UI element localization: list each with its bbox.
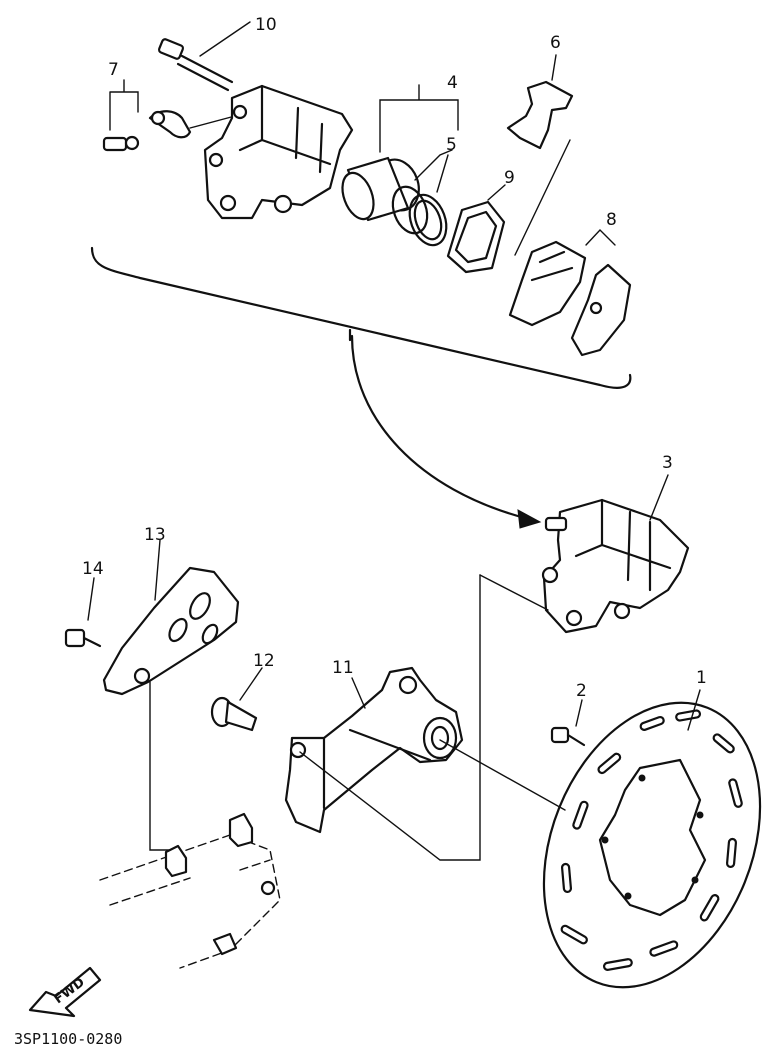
bleed-screw-part (102, 79, 236, 152)
callout-11: 11 (332, 658, 354, 678)
disc-bolt-part (550, 699, 586, 747)
callout-8: 8 (606, 210, 617, 230)
guard-bolt-part (64, 577, 102, 648)
brake-pads-part (508, 228, 632, 357)
callout-10: 10 (255, 15, 277, 35)
caliper-assembly-part (541, 474, 690, 634)
callout-12: 12 (253, 651, 275, 671)
callout-1: 1 (696, 668, 707, 688)
alignment-lines (149, 574, 566, 861)
callout-4: 4 (447, 73, 458, 93)
callout-labels: 1 2 3 4 5 6 7 8 9 10 11 12 13 14 (82, 15, 707, 701)
caliper-body-exploded (203, 84, 354, 220)
exploded-view-bracket (90, 246, 632, 389)
disc-guard-part (102, 539, 240, 696)
swingarm-frame (99, 812, 281, 969)
exploded-arrow-line (350, 334, 527, 520)
exploded-arrow-head (517, 509, 542, 529)
callout-3: 3 (662, 453, 673, 473)
caliper-seal-part (446, 184, 506, 274)
callout-7: 7 (108, 60, 119, 80)
callout-13: 13 (144, 525, 166, 545)
callout-6: 6 (550, 33, 561, 53)
callout-14: 14 (82, 559, 104, 579)
bracket-bolt-part (210, 667, 263, 732)
pad-pin-part (157, 21, 251, 92)
caliper-bracket-part (284, 666, 464, 834)
piston-part (341, 84, 459, 222)
callout-9: 9 (504, 168, 515, 188)
callout-2: 2 (576, 681, 587, 701)
pad-spring-part (506, 54, 574, 256)
brake-disc-part (542, 689, 762, 989)
disc-slots (560, 709, 743, 971)
fwd-arrow-icon: FWD (28, 966, 102, 1018)
callout-5: 5 (446, 135, 457, 155)
piston-seal-part (391, 149, 453, 247)
drawing-code: 3SP1100-0280 (14, 1030, 122, 1048)
